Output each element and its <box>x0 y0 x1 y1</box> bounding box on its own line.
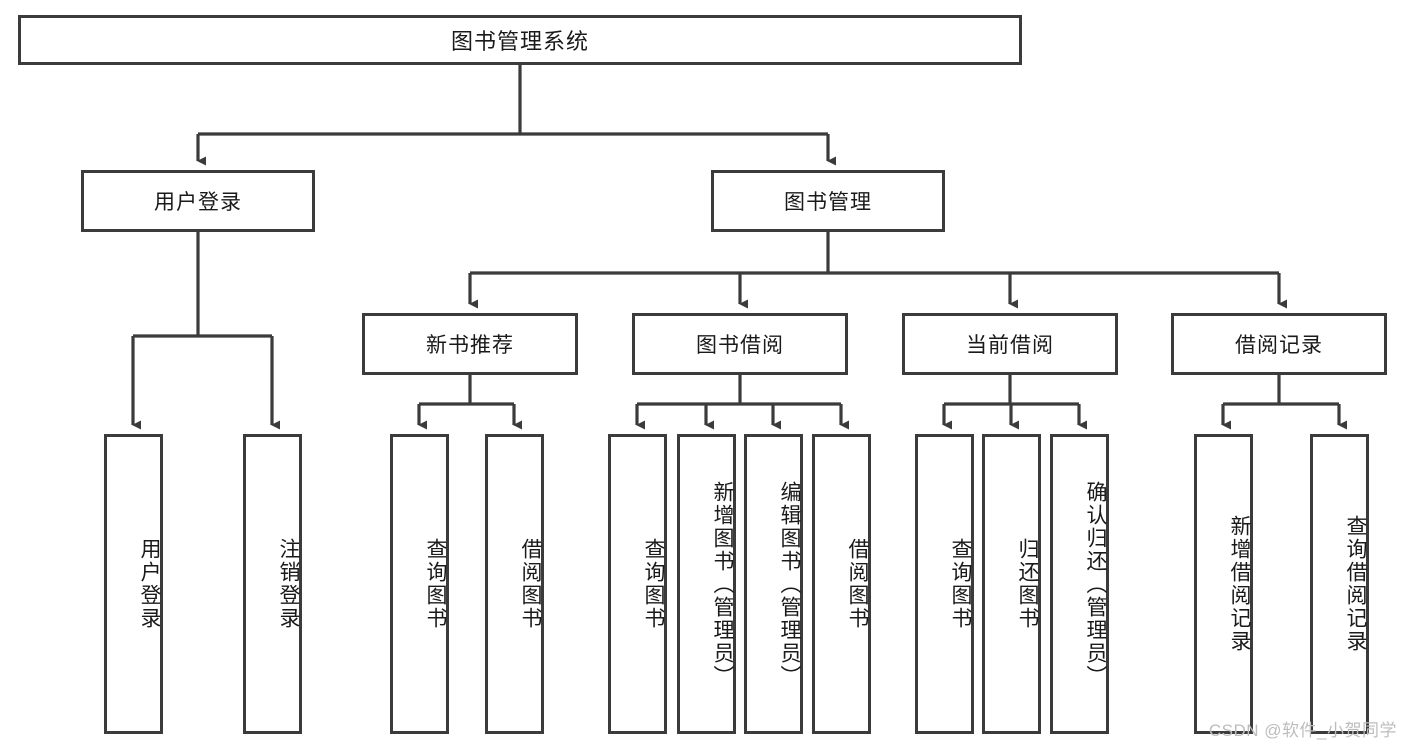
leaf-add-book-admin[interactable]: 新增图书（管理员） <box>677 434 736 734</box>
leaf-query-books-recommend[interactable]: 查询图书 <box>390 434 449 734</box>
node-level2-borrow-records[interactable]: 借阅记录 <box>1171 313 1387 375</box>
watermark-text: CSDN @软件_小贺同学 <box>1208 721 1397 740</box>
leaf-query-books-current[interactable]: 查询图书 <box>915 434 974 734</box>
leaf-borrow-books-recommend[interactable]: 借阅图书 <box>485 434 544 734</box>
node-level2-current-borrowing[interactable]: 当前借阅 <box>902 313 1118 375</box>
leaf-query-borrow-record[interactable]: 查询借阅记录 <box>1310 434 1369 734</box>
leaf-borrow-books-borrowing[interactable]: 借阅图书 <box>812 434 871 734</box>
node-root[interactable]: 图书管理系统 <box>18 15 1022 65</box>
leaf-logout[interactable]: 注销登录 <box>243 434 302 734</box>
leaf-add-borrow-record[interactable]: 新增借阅记录 <box>1194 434 1253 734</box>
leaf-edit-book-admin[interactable]: 编辑图书（管理员） <box>744 434 803 734</box>
leaf-user-login[interactable]: 用户登录 <box>104 434 163 734</box>
node-level2-new-book-recommendation[interactable]: 新书推荐 <box>362 313 578 375</box>
leaf-query-books-borrowing[interactable]: 查询图书 <box>608 434 667 734</box>
node-level1-user-login[interactable]: 用户登录 <box>81 170 315 232</box>
leaf-confirm-return-admin[interactable]: 确认归还（管理员） <box>1050 434 1109 734</box>
leaf-return-books[interactable]: 归还图书 <box>982 434 1041 734</box>
node-level2-book-borrowing[interactable]: 图书借阅 <box>632 313 848 375</box>
node-level1-book-management[interactable]: 图书管理 <box>711 170 945 232</box>
